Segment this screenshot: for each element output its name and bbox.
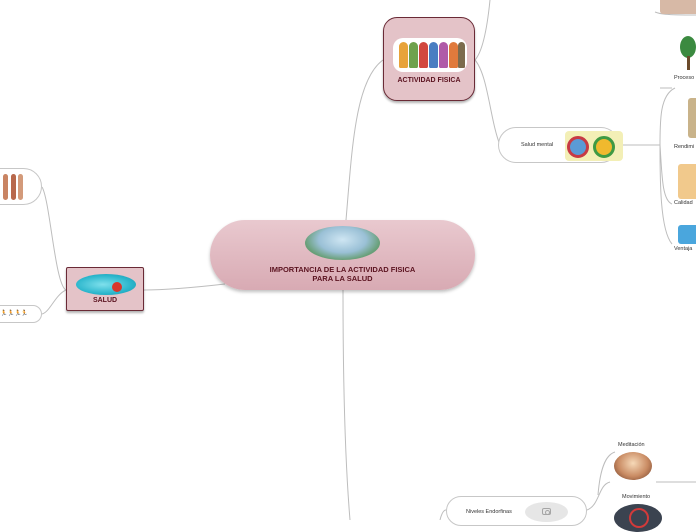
child-figure — [439, 42, 448, 68]
connector-salud-muscles — [41, 186, 67, 291]
rendimiento-image[interactable] — [688, 98, 696, 138]
actividad-label: ACTIVIDAD FISICA — [397, 77, 461, 84]
anatomy-figure — [18, 174, 23, 200]
central-topic[interactable]: IMPORTANCIA DE LA ACTIVIDAD FISICA PARA … — [210, 220, 475, 290]
top-leaf-image[interactable] — [660, 0, 696, 14]
apple-icon — [112, 282, 122, 292]
connector-central-salud — [143, 283, 226, 291]
ventajas-image[interactable] — [678, 225, 696, 244]
leaf-calidad-label: Calidad — [674, 200, 693, 206]
connector-endorf-meditacion — [597, 451, 616, 496]
connector-top-leaf — [654, 11, 696, 16]
connector-bottom-endorf — [439, 509, 447, 520]
salud-people-node[interactable]: 🏃🏃🏃🏃 — [0, 305, 42, 323]
connector-actividad-mental — [474, 59, 501, 146]
connector-leaf-top — [659, 87, 676, 146]
image-placeholder — [525, 502, 568, 522]
connector-endorf-leaves — [586, 481, 611, 511]
people-glyphs: 🏃🏃🏃🏃 — [0, 311, 28, 317]
calidad-image[interactable] — [678, 164, 696, 199]
child-figure — [419, 42, 428, 68]
child-figure — [429, 42, 438, 68]
leaf-movimiento-label: Movimiento — [622, 494, 651, 500]
meditation-image[interactable] — [614, 452, 652, 480]
child-figure — [409, 42, 418, 68]
connector-lines — [41, 0, 696, 520]
central-title-line1: IMPORTANCIA DE LA ACTIVIDAD FISICA — [269, 265, 416, 274]
leaf-meditacion-label: Meditación — [618, 442, 645, 448]
head-blue-icon — [567, 136, 589, 158]
topic-actividad-fisica[interactable]: ACTIVIDAD FISICA — [383, 17, 475, 101]
connector-leaf-mid — [659, 144, 673, 205]
salud-muscles-node[interactable] — [0, 168, 42, 205]
connector-salud-people — [41, 289, 67, 315]
water-apple-image — [76, 274, 136, 295]
connector-central-actividad — [345, 59, 384, 221]
children-group-image — [393, 38, 467, 72]
child-figure — [399, 42, 408, 68]
head-yellow-icon — [593, 136, 615, 158]
anatomy-figure — [11, 174, 16, 200]
connector-actividad-top — [474, 0, 491, 61]
leaf-ventajas-label: Ventaja — [674, 246, 693, 252]
child-figure — [449, 42, 458, 68]
topic-salud[interactable]: SALUD — [66, 267, 144, 311]
camera-icon — [542, 508, 551, 515]
connector-central-bottom — [342, 289, 351, 520]
leaf-procesos-label: Proceso — [674, 75, 695, 81]
child-figure — [458, 42, 465, 68]
salud-label: SALUD — [92, 297, 118, 304]
tree-icon[interactable] — [680, 36, 696, 70]
leaf-rendimiento-label: Rendimi — [674, 144, 695, 150]
central-title: IMPORTANCIA DE LA ACTIVIDAD FISICA PARA … — [220, 265, 465, 283]
endorfinas-label: Niveles Endorfinas — [466, 509, 512, 515]
central-title-line2: PARA LA SALUD — [312, 274, 373, 283]
connector-leaf-bottom — [659, 144, 673, 245]
anatomy-figure — [3, 174, 8, 200]
subtopic-niveles-endorfinas[interactable]: Niveles Endorfinas — [446, 496, 587, 526]
no-sign-icon[interactable] — [614, 504, 662, 532]
sports-people-image — [305, 226, 380, 260]
subtopic-salud-mental[interactable]: Salud mental — [498, 127, 623, 163]
salud-mental-label: Salud mental — [521, 142, 554, 148]
mental-health-image — [565, 131, 623, 161]
